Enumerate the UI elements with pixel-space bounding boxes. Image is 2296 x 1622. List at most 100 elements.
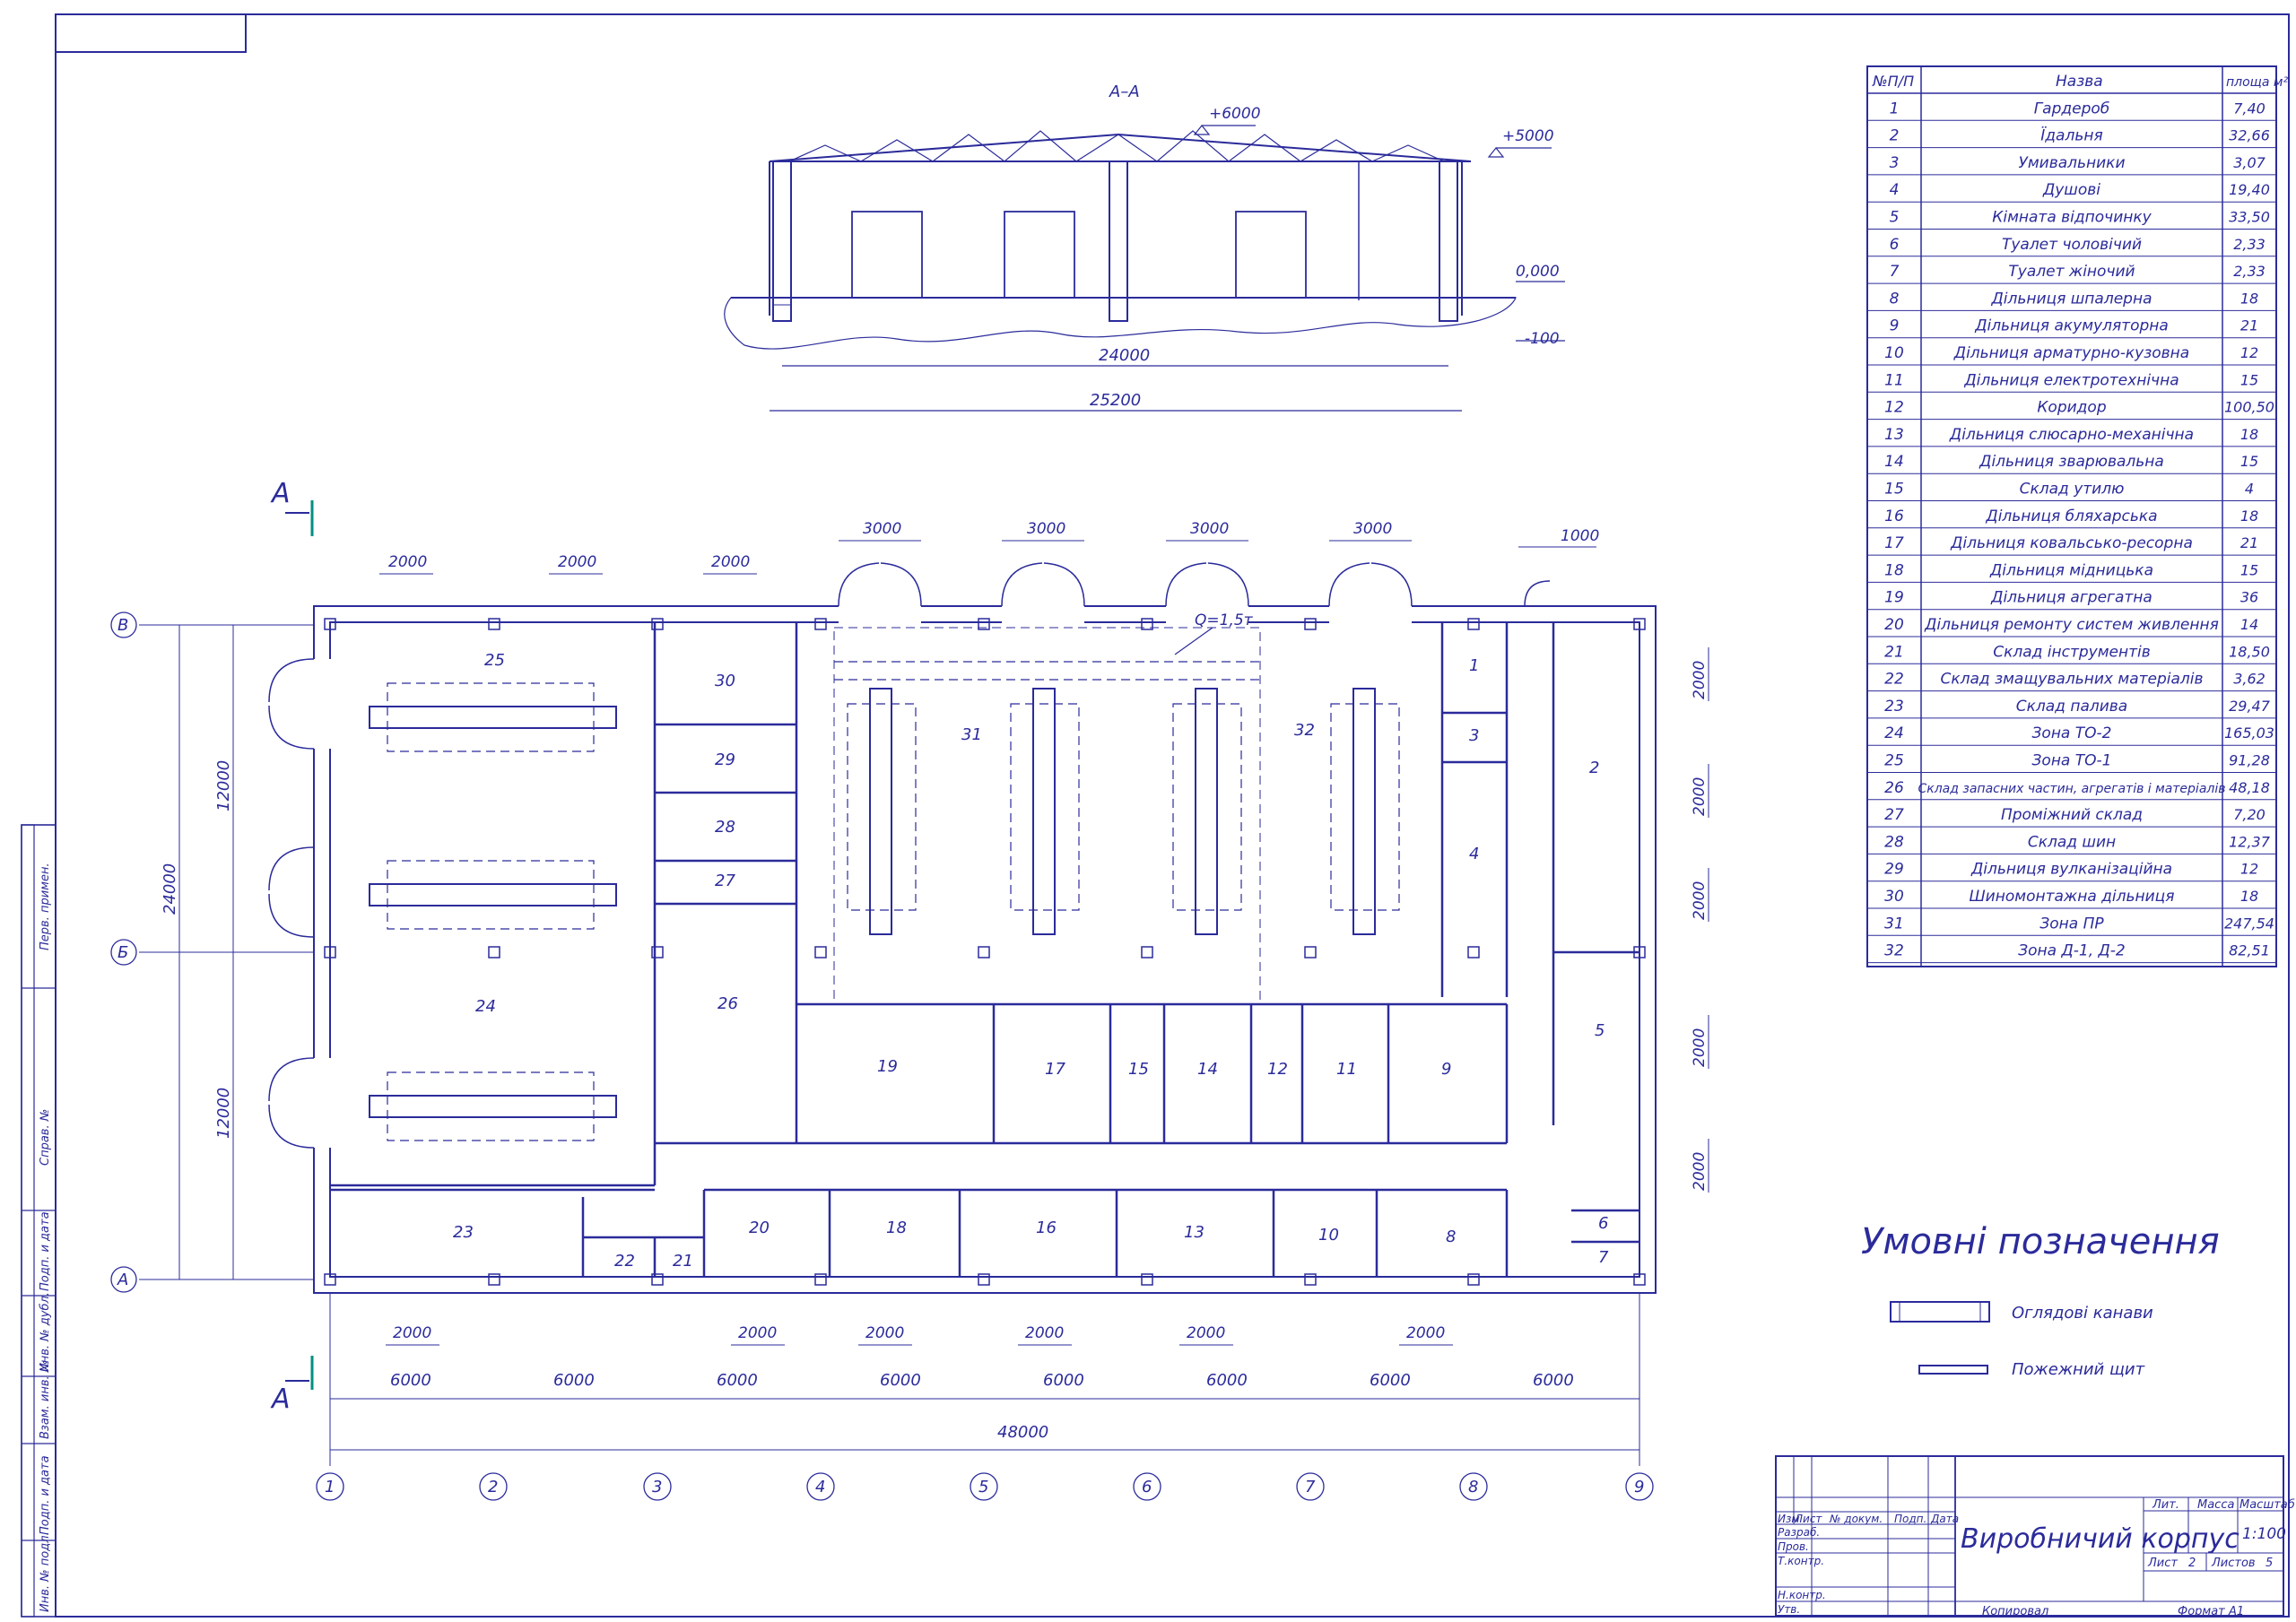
dim-window: 2000 — [1406, 1324, 1445, 1342]
table-cell-area: 32,66 — [2229, 127, 2270, 144]
tb-label: Дата — [1930, 1513, 1959, 1525]
table-cell-area: 3,62 — [2233, 671, 2266, 688]
dim-window: 2000 — [558, 553, 596, 571]
table-cell-area: 18,50 — [2229, 643, 2270, 660]
table-cell-name: Дільниця агрегатна — [1990, 589, 2152, 607]
room-number: 30 — [715, 672, 735, 690]
table-cell-area: 29,47 — [2229, 698, 2271, 715]
table-cell-name: Проміжний склад — [2001, 806, 2143, 824]
room-number: 23 — [453, 1223, 474, 1242]
table-cell-name: Дільниця зварювальна — [1979, 453, 2164, 471]
side-stamp-label: Взам. инв. № — [39, 1360, 52, 1439]
table-cell-name: Дільниця шпалерна — [1991, 290, 2152, 308]
table-header: №П/П — [1872, 73, 1914, 90]
table-cell-number: 23 — [1884, 698, 1904, 716]
columns — [324, 618, 1646, 1286]
dim-span: 6000 — [553, 1371, 595, 1390]
tb-label: Лист — [2147, 1557, 2178, 1570]
table-cell-number: 18 — [1884, 561, 1904, 579]
dim-window: 2000 — [1691, 1028, 1709, 1067]
table-cell-area: 19,40 — [2229, 181, 2270, 198]
sheets-value: 5 — [2266, 1557, 2273, 1570]
table-cell-area: 21 — [2240, 534, 2258, 551]
room-number: 3 — [1469, 726, 1479, 745]
scale-value: 1:100 — [2242, 1525, 2286, 1543]
table-cell-area: 21 — [2240, 317, 2258, 334]
room-number: 12 — [1267, 1060, 1288, 1079]
dim-door: 1000 — [1561, 527, 1599, 545]
room-number: 28 — [715, 818, 735, 837]
partitions — [330, 622, 1639, 1277]
level-eave: +5000 — [1502, 127, 1554, 145]
dim-span: 6000 — [390, 1371, 431, 1390]
room-number: 7 — [1598, 1248, 1609, 1267]
dim-span: 6000 — [1370, 1371, 1411, 1390]
side-stamp-label: Подп. и дата — [39, 1211, 52, 1291]
inspection-pits — [369, 682, 1400, 1141]
table-cell-area: 15 — [2240, 561, 2258, 578]
axis-number: 9 — [1634, 1478, 1644, 1496]
format-value: А1 — [2228, 1605, 2244, 1618]
dim-window: 2000 — [1691, 777, 1709, 816]
ground-hatch — [724, 297, 1517, 350]
level-top: +6000 — [1209, 105, 1261, 123]
tb-label: Листов — [2211, 1557, 2256, 1570]
table-cell-name: Гардероб — [2034, 100, 2110, 117]
table-cell-name: Дільниця акумуляторна — [1974, 317, 2169, 335]
axis-number: 4 — [815, 1478, 825, 1496]
crane-label: Q=1,5т — [1195, 612, 1254, 629]
axis-number: 2 — [488, 1478, 498, 1496]
table-cell-area: 2,33 — [2233, 236, 2266, 253]
dim-window: 2000 — [865, 1324, 904, 1342]
tb-label: Утв. — [1778, 1603, 1800, 1616]
room-number: 22 — [614, 1252, 635, 1271]
room-number: 1 — [1469, 656, 1479, 675]
dim-window: 2000 — [1691, 881, 1709, 920]
table-cell-number: 29 — [1884, 861, 1904, 879]
room-number: 11 — [1336, 1060, 1357, 1079]
dim-gate: 3000 — [1027, 520, 1065, 538]
top-dimensions: 2000 2000 2000 3000 3000 3000 3000 1000 — [379, 520, 1599, 575]
table-cell-name: Дільниця слюсарно-механічна — [1949, 426, 2194, 444]
dim-half-width: 12000 — [214, 760, 233, 811]
table-cell-number: 13 — [1884, 426, 1904, 444]
axis-number: 8 — [1468, 1478, 1478, 1496]
tb-label: Разраб. — [1778, 1526, 1820, 1539]
table-cell-name: Шиномонтажна дільниця — [1970, 888, 2175, 906]
table-cell-number: 8 — [1890, 290, 1900, 308]
sheet-value: 2 — [2188, 1557, 2196, 1570]
table-cell-number: 24 — [1884, 724, 1904, 742]
table-cell-number: 1 — [1890, 100, 1900, 117]
table-cell-area: 7,40 — [2233, 100, 2266, 117]
side-stamp: Перв. примен. Справ. № Подп. и дата Инв.… — [21, 824, 57, 1618]
table-cell-number: 26 — [1884, 779, 1904, 797]
table-cell-number: 21 — [1884, 643, 1904, 661]
dim-window: 2000 — [1187, 1324, 1225, 1342]
table-cell-area: 100,50 — [2224, 399, 2274, 416]
table-cell-area: 3,07 — [2233, 154, 2266, 171]
table-cell-name: Дільниця електротехнічна — [1963, 371, 2179, 389]
section-view: А–А +6000 +5000 0,000 -100 24000 — [724, 82, 1565, 412]
dim-span: 6000 — [1206, 1371, 1248, 1390]
table-cell-number: 27 — [1884, 806, 1904, 824]
cut-mark: А — [270, 1383, 291, 1415]
room-number: 16 — [1036, 1219, 1057, 1237]
room-number: 2 — [1589, 759, 1599, 777]
axis-letter: В — [117, 616, 128, 635]
table-cell-number: 16 — [1884, 507, 1904, 525]
room-number: 8 — [1446, 1227, 1456, 1246]
table-cell-name: Дільниця арматурно-кузовна — [1953, 344, 2189, 362]
table-cell-name: Зона ТО-2 — [2032, 724, 2112, 742]
tb-label: Формат — [2178, 1605, 2225, 1618]
table-cell-number: 15 — [1884, 481, 1904, 499]
axis-letter: А — [117, 1271, 128, 1289]
tb-label: Т.контр. — [1778, 1555, 1824, 1567]
table-cell-area: 12,37 — [2229, 833, 2271, 850]
dim-outer: 25200 — [1090, 391, 1141, 410]
tb-label: Масса — [2197, 1498, 2234, 1512]
table-cell-number: 31 — [1884, 915, 1904, 932]
table-cell-area: 18 — [2240, 888, 2258, 905]
tb-label: Пров. — [1778, 1540, 1809, 1553]
tb-label: Копировал — [1982, 1605, 2048, 1618]
